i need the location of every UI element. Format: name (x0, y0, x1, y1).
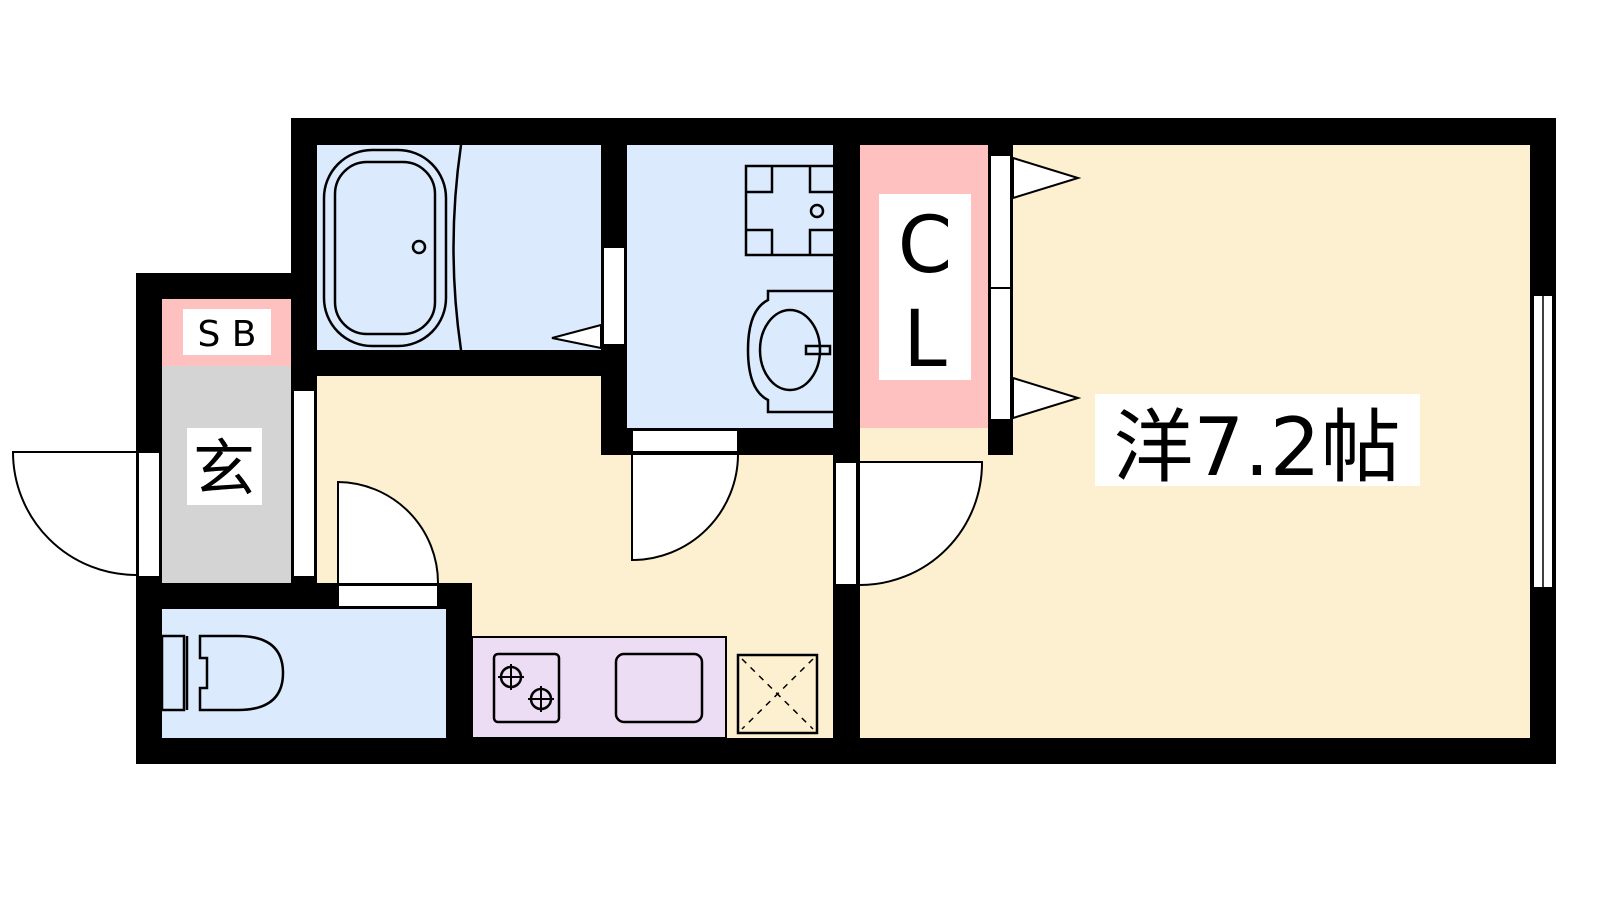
washroom (627, 145, 833, 428)
bath-door-opening[interactable] (602, 246, 626, 346)
closet-label-l: L (903, 295, 947, 385)
toilet-icon (160, 634, 285, 712)
front-door-opening[interactable] (137, 451, 161, 578)
toilet-room (162, 609, 446, 738)
bathroom (317, 145, 601, 350)
western-room-label: 洋7.2帖 (1113, 401, 1400, 494)
room-door-swing[interactable] (859, 461, 984, 586)
stove-icon (492, 652, 561, 724)
toilet-door-opening[interactable] (337, 584, 439, 608)
washbasin-icon (746, 289, 833, 414)
entrance-label: 玄 (193, 432, 255, 505)
toilet-door-swing[interactable] (337, 480, 439, 584)
closet-door-marker (1012, 156, 1082, 200)
washroom-door-swing[interactable] (631, 454, 739, 562)
front-door-swing[interactable] (11, 451, 137, 576)
bathtub-icon (322, 144, 463, 351)
washing-machine-icon (744, 164, 838, 257)
fridge-space-icon (736, 653, 819, 735)
sink-icon (614, 652, 704, 724)
bath-door-marker (551, 323, 602, 350)
entrance-step-opening (292, 389, 316, 578)
room-door-opening[interactable] (834, 461, 858, 586)
walls (136, 118, 1556, 764)
closet-label-c: C (898, 201, 952, 291)
shoe-box-label: S B (198, 314, 257, 355)
closet-door-marker (1012, 376, 1082, 420)
closet-sliding-door-upper[interactable] (989, 154, 1012, 289)
closet-sliding-door-lower[interactable] (989, 287, 1012, 421)
washroom-door-opening[interactable] (631, 429, 739, 453)
